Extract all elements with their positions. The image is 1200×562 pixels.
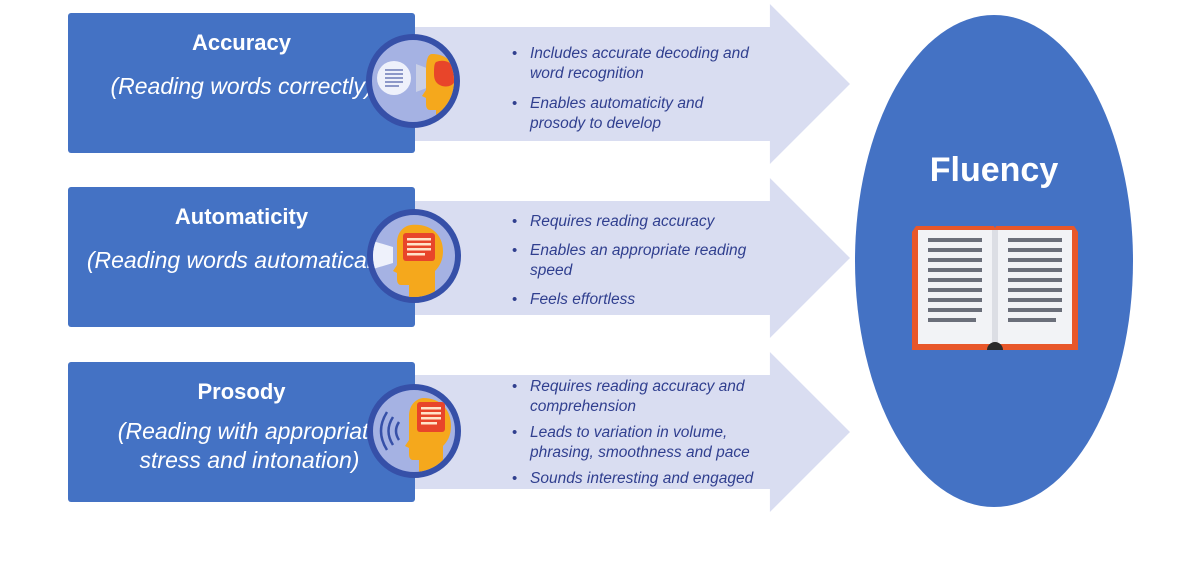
prosody-title: Prosody: [197, 379, 286, 404]
list-item: Includes accurate decoding and word reco…: [512, 44, 762, 84]
head-reading-page-icon: [366, 34, 460, 128]
automaticity-subtitle: (Reading words automatically): [86, 247, 397, 273]
list-item: Requires reading accuracy: [512, 212, 762, 232]
accuracy-label-box: Accuracy (Reading words correctly): [68, 13, 415, 153]
accuracy-title: Accuracy: [191, 30, 292, 55]
automaticity-label-box: Automaticity (Reading words automaticall…: [68, 187, 415, 327]
list-item: Feels effortless: [512, 290, 762, 310]
list-item: Sounds interesting and engaged: [512, 469, 782, 489]
head-speaking-icon: [367, 384, 461, 478]
prosody-label-box: Prosody (Reading with appropriate stress…: [68, 362, 415, 502]
list-item: Leads to variation in volume, phrasing, …: [512, 423, 782, 463]
automaticity-bullet-list: Requires reading accuracy Enables an app…: [512, 212, 762, 319]
open-book-icon: [908, 226, 1082, 357]
prosody-subtitle: (Reading with appropriate stress and int…: [117, 418, 382, 473]
automaticity-title: Automaticity: [174, 204, 309, 229]
head-with-text-in-mind-icon: [367, 209, 461, 303]
prosody-bullet-list: Requires reading accuracy and comprehens…: [512, 377, 782, 495]
list-item: Requires reading accuracy and comprehens…: [512, 377, 782, 417]
accuracy-subtitle: (Reading words correctly): [110, 73, 373, 99]
accuracy-bullet-list: Includes accurate decoding and word reco…: [512, 44, 762, 144]
accuracy-arrow: [410, 4, 850, 164]
list-item: Enables automaticity and prosody to deve…: [512, 94, 762, 134]
fluency-title: Fluency: [929, 151, 1059, 189]
list-item: Enables an appropriate reading speed: [512, 241, 762, 281]
